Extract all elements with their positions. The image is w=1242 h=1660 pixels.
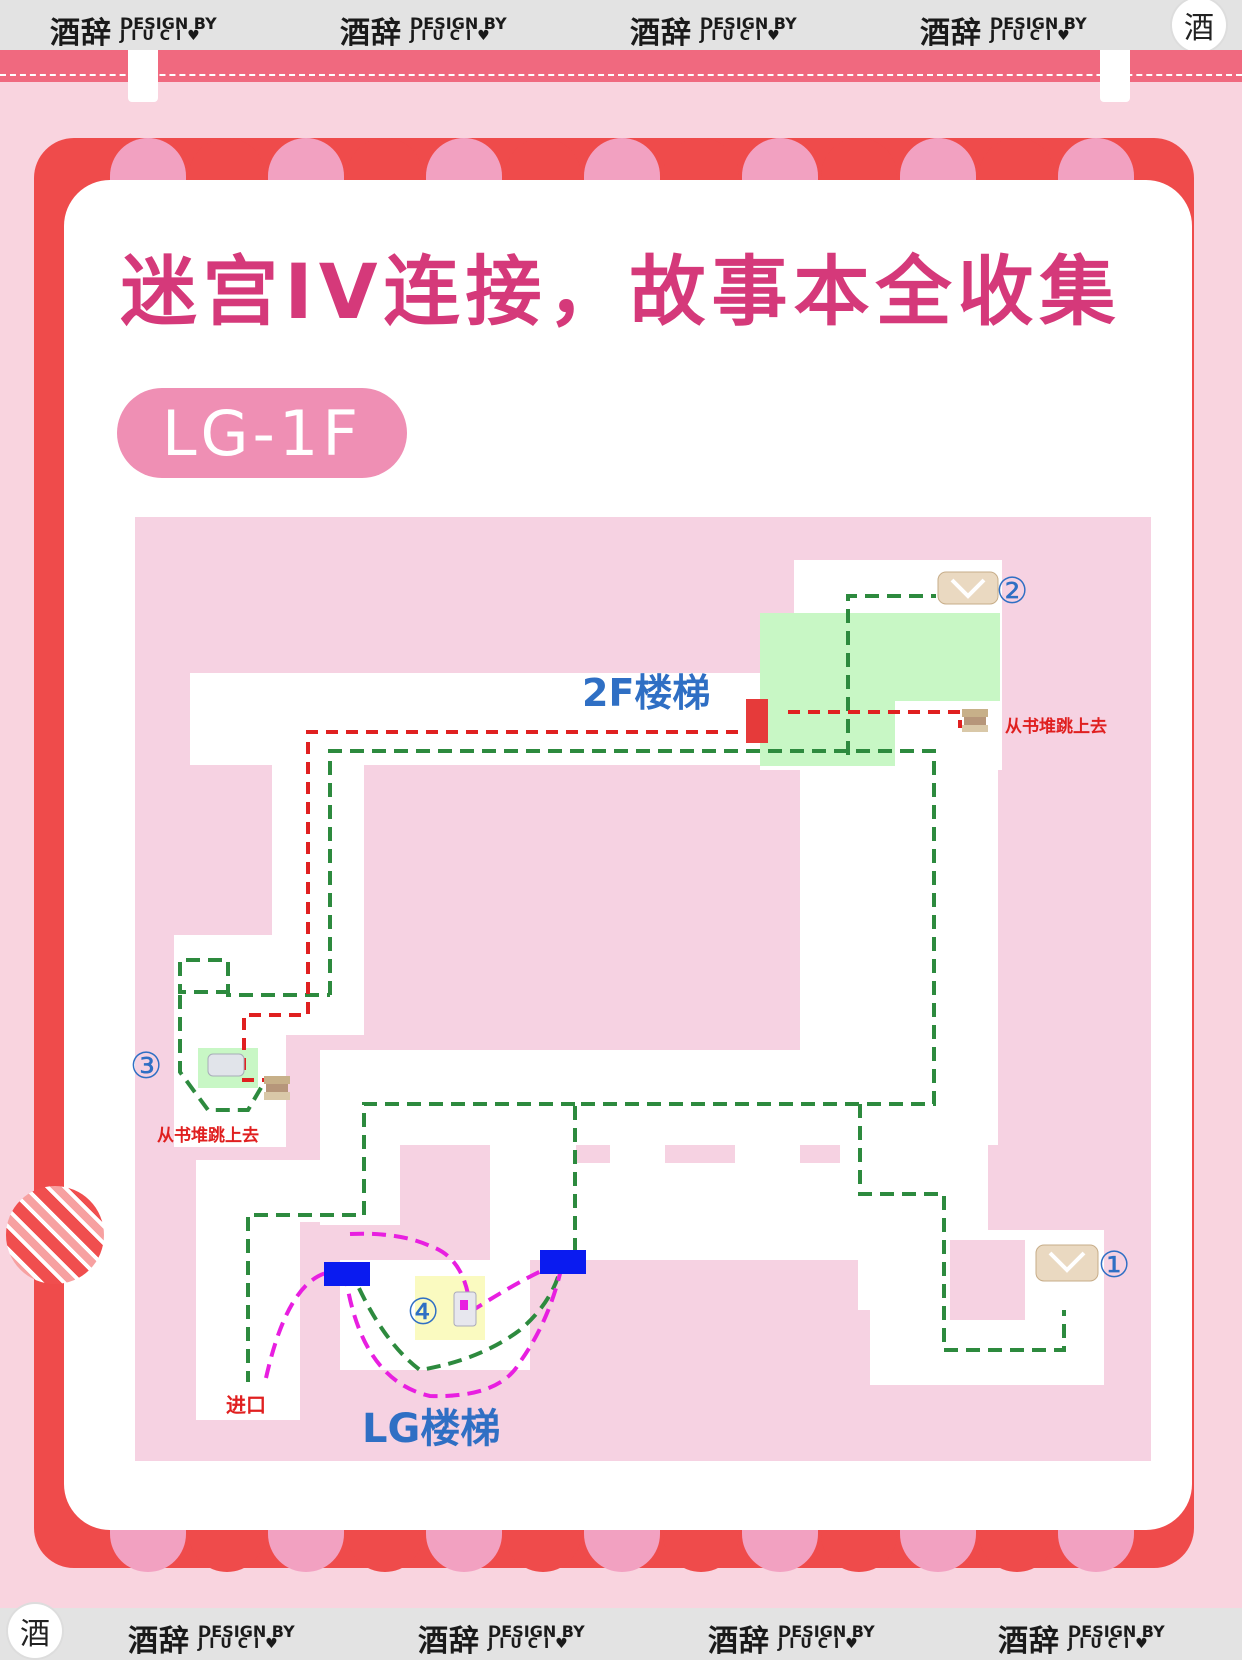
watermark-brand-en: DESIGN BY [198, 1622, 295, 1641]
entrance-label: 进口 [226, 1393, 266, 1417]
jump-note-label: 从书堆跳上去 [157, 1125, 259, 1146]
seal-stamp: 酒 [1172, 0, 1226, 52]
watermark-brand-en: DESIGN BY [1068, 1622, 1165, 1641]
stairs-lg-label: LG楼梯 [362, 1406, 500, 1452]
book-pile-icon [264, 1076, 290, 1100]
storybook-chest-icon [1035, 1244, 1099, 1282]
ribbon-tab [128, 50, 158, 102]
ribbon [0, 50, 1242, 82]
green-route [178, 594, 1066, 1382]
storybook-chest-icon [453, 1291, 477, 1327]
watermark-brand-en: DESIGN BY [488, 1622, 585, 1641]
watermark-brand-cn: 酒辞 [128, 1624, 190, 1659]
watermark-brand-cn: 酒辞 [708, 1624, 770, 1659]
watermark-brand-en-2: JIUCI♥ [198, 1636, 284, 1652]
watermark-brand-en: DESIGN BY [120, 14, 217, 33]
stairs-2f-label: 2F楼梯 [582, 671, 710, 715]
decorative-ball [6, 1186, 104, 1284]
watermark-brand-cn: 酒辞 [998, 1624, 1060, 1659]
marker-4: ④ [407, 1292, 439, 1333]
highlight-zone [760, 700, 895, 766]
watermark-brand-en-2: JIUCI♥ [990, 28, 1076, 44]
watermark-brand-en-2: JIUCI♥ [700, 28, 786, 44]
storybook-chest-icon [207, 1053, 245, 1077]
red-route [242, 710, 962, 1082]
watermark-brand-cn: 酒辞 [340, 16, 402, 51]
jump-note-label: 从书堆跳上去 [1005, 716, 1107, 737]
watermark-brand-cn: 酒辞 [50, 16, 112, 51]
watermark-brand-en-2: JIUCI♥ [120, 28, 206, 44]
watermark-brand-en-2: JIUCI♥ [1068, 1636, 1154, 1652]
watermark-brand-en-2: JIUCI♥ [410, 28, 496, 44]
watermark-brand-cn: 酒辞 [630, 16, 692, 51]
stairs-2f-marker [746, 699, 768, 743]
watermark-brand-en-2: JIUCI♥ [778, 1636, 864, 1652]
watermark-brand-en-2: JIUCI♥ [488, 1636, 574, 1652]
marker-3: ③ [130, 1046, 162, 1087]
floor-label: LG-1F [117, 388, 407, 478]
ribbon-tab [1100, 50, 1130, 102]
stairs-lg-marker [324, 1262, 370, 1286]
watermark-brand-en: DESIGN BY [778, 1622, 875, 1641]
watermark-brand-cn: 酒辞 [920, 16, 982, 51]
marker-1: ① [1098, 1245, 1130, 1286]
seal-stamp: 酒 [8, 1604, 62, 1658]
watermark-brand-en: DESIGN BY [700, 14, 797, 33]
marker-2: ② [996, 571, 1028, 612]
magenta-route [264, 1231, 564, 1399]
watermark-brand-cn: 酒辞 [418, 1624, 480, 1659]
page-title: 迷宫IV连接，故事本全收集 [120, 247, 1122, 336]
highlight-zone [760, 613, 1000, 701]
walls [304, 1145, 1025, 1320]
book-pile-icon [962, 709, 988, 732]
watermark-brand-en: DESIGN BY [410, 14, 507, 33]
watermark-brand-en: DESIGN BY [990, 14, 1087, 33]
stairs-lg-marker [540, 1250, 586, 1274]
storybook-chest-icon [937, 571, 999, 605]
